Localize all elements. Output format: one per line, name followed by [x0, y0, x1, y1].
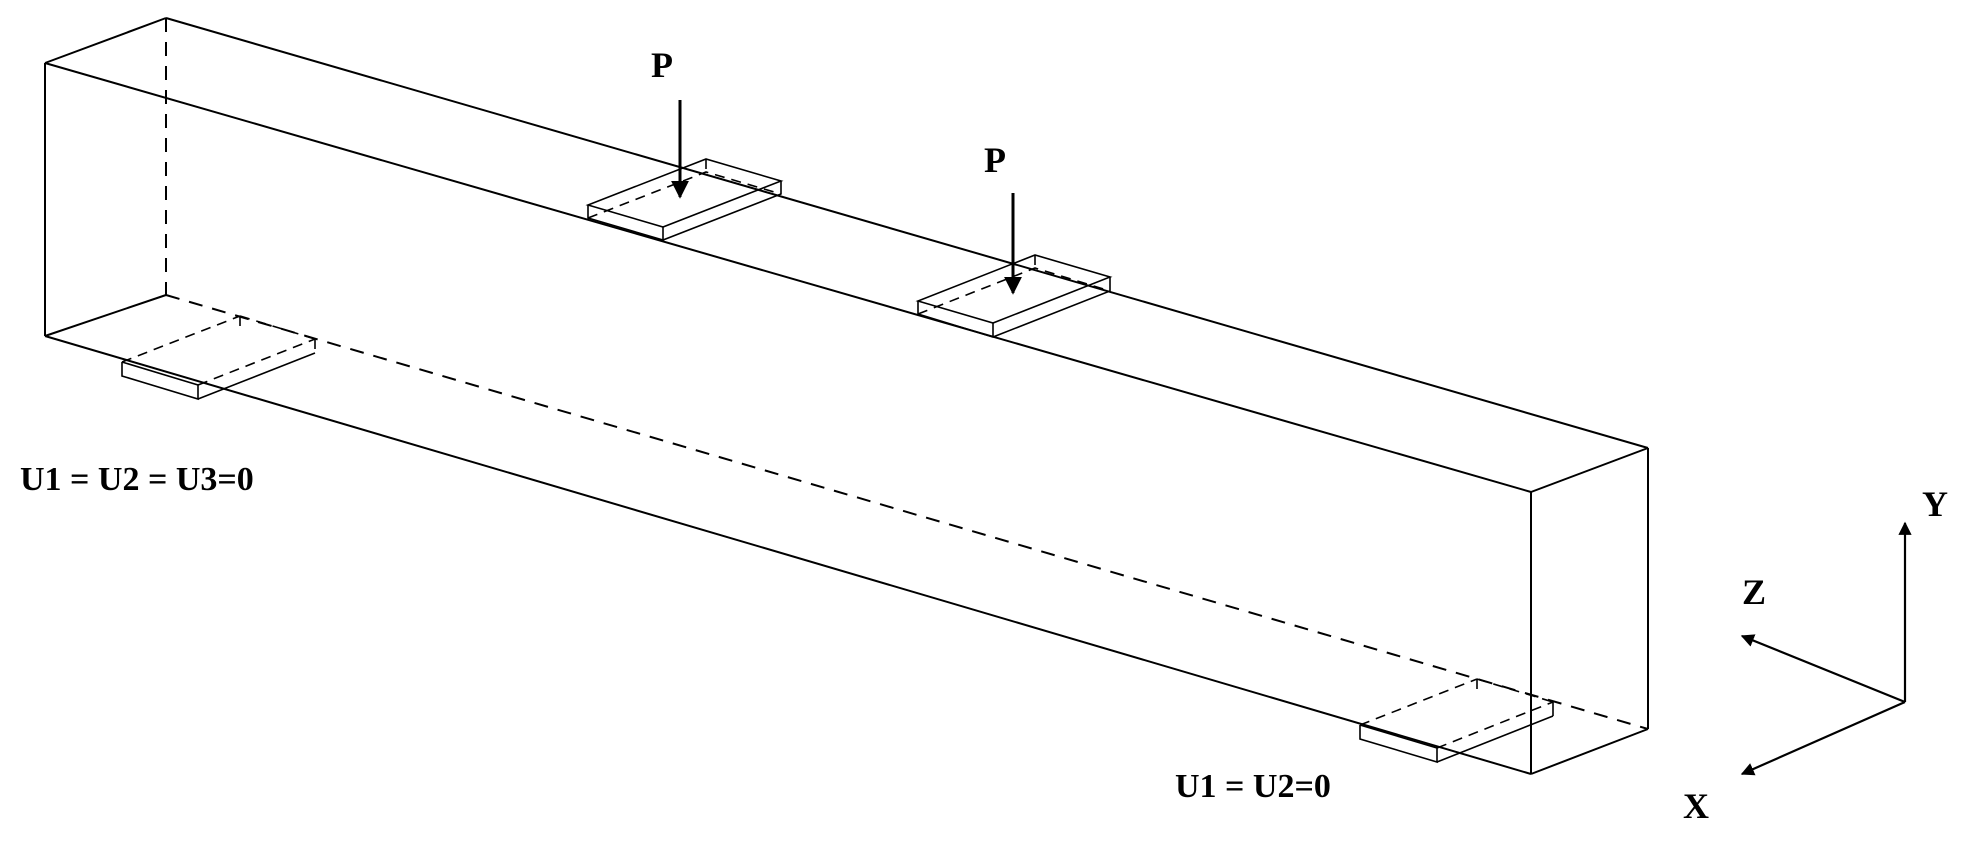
bottom-front-edge — [44, 335, 1532, 775]
load-1-label: P — [651, 45, 673, 85]
loading-plate-1 — [585, 158, 784, 241]
right-face-bottom-edge — [1530, 728, 1649, 775]
load-2: P — [984, 140, 1022, 295]
load-1: P — [651, 45, 689, 199]
left-face-bottom-edge — [44, 294, 167, 337]
z-axis-label: Z — [1742, 572, 1766, 612]
roller-support-label: U1 = U2=0 — [1175, 768, 1331, 805]
coordinate-axes: Y Z X — [1683, 484, 1948, 826]
load-2-label: P — [984, 140, 1006, 180]
x-axis-arrow — [1740, 700, 1906, 776]
top-front-edge — [44, 62, 1532, 493]
left-face-top-edge — [44, 17, 167, 64]
right-face-top-edge — [1530, 447, 1649, 493]
y-axis-label: Y — [1922, 484, 1948, 524]
z-axis-arrow — [1740, 634, 1906, 704]
pinned-support-label: U1 = U2 = U3=0 — [20, 461, 254, 498]
x-axis-label: X — [1683, 786, 1709, 826]
bottom-back-hidden-edge — [165, 294, 1649, 730]
loading-plate-2 — [915, 254, 1113, 338]
top-back-edge — [165, 17, 1649, 449]
beam-body — [44, 17, 1649, 775]
support-plate-right — [1359, 678, 1554, 764]
support-plate-left — [121, 315, 316, 401]
